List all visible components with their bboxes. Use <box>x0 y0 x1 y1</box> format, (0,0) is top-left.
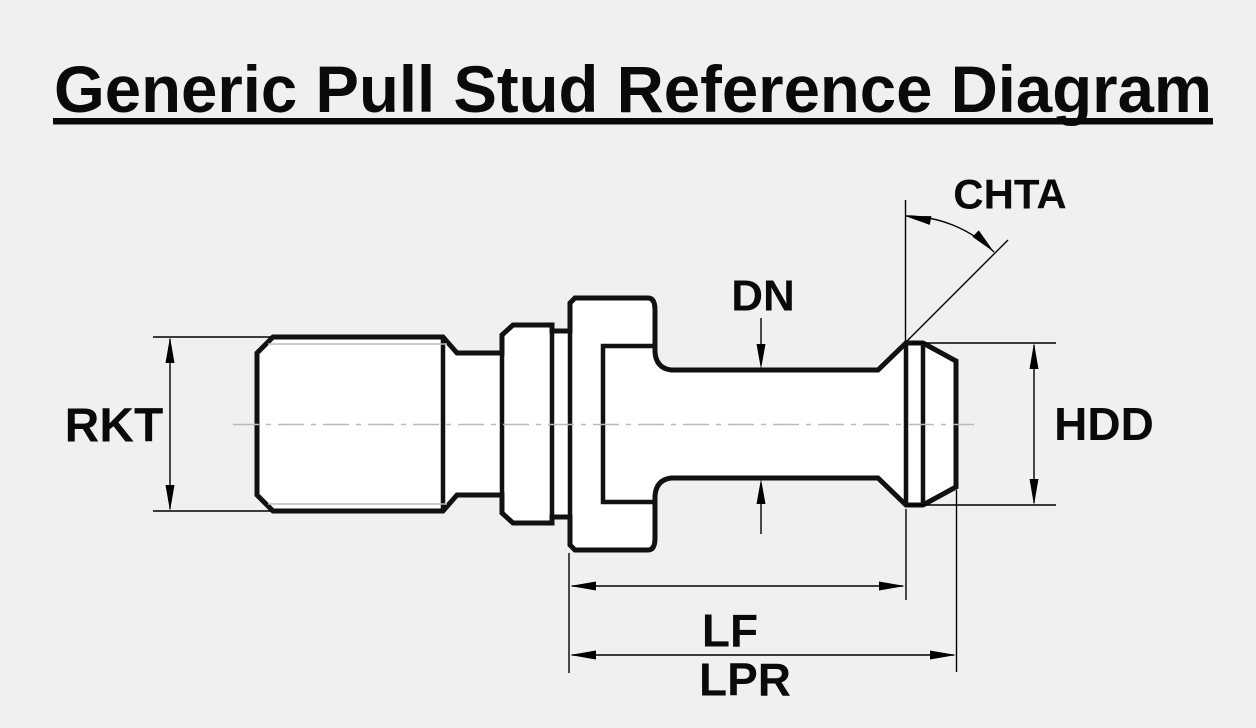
label-lf: LF <box>702 605 758 657</box>
lpr-arrowhead-left <box>570 650 596 660</box>
chta-arrowhead-left <box>905 216 932 225</box>
title-underline <box>53 118 1213 125</box>
rkt-arrowhead-top <box>165 337 175 363</box>
page-title: Generic Pull Stud Reference Diagram <box>54 52 1212 126</box>
dimension-dn: DN <box>731 272 795 534</box>
lf-arrowhead-right <box>879 581 905 591</box>
pull-stud-part <box>233 295 974 553</box>
chta-angle-extension <box>905 239 1009 343</box>
rkt-arrowhead-bottom <box>165 485 175 511</box>
label-lpr: LPR <box>699 654 791 706</box>
dimension-lf: LF <box>570 509 907 657</box>
hdd-arrowhead-top <box>1029 343 1039 369</box>
dimension-lpr: LPR <box>568 490 958 706</box>
hdd-arrowhead-bottom <box>1029 479 1039 505</box>
dimension-rkt: RKT <box>65 336 271 512</box>
hdd-extension-lines <box>908 342 1056 506</box>
label-rkt: RKT <box>65 400 164 453</box>
label-chta: CHTA <box>953 171 1067 218</box>
lpr-arrowhead-right <box>930 650 956 660</box>
dimension-chta: CHTA <box>904 171 1067 343</box>
label-hdd: HDD <box>1054 398 1154 450</box>
chta-arrowhead-right <box>972 230 994 252</box>
dn-arrowhead-top <box>756 344 766 369</box>
rkt-extension-lines <box>153 336 271 512</box>
dimension-hdd: HDD <box>908 342 1154 506</box>
dn-arrowhead-bottom <box>756 479 766 504</box>
thread-relief-lines <box>268 343 447 505</box>
label-dn: DN <box>731 272 795 321</box>
lf-arrowhead-left <box>570 581 596 591</box>
